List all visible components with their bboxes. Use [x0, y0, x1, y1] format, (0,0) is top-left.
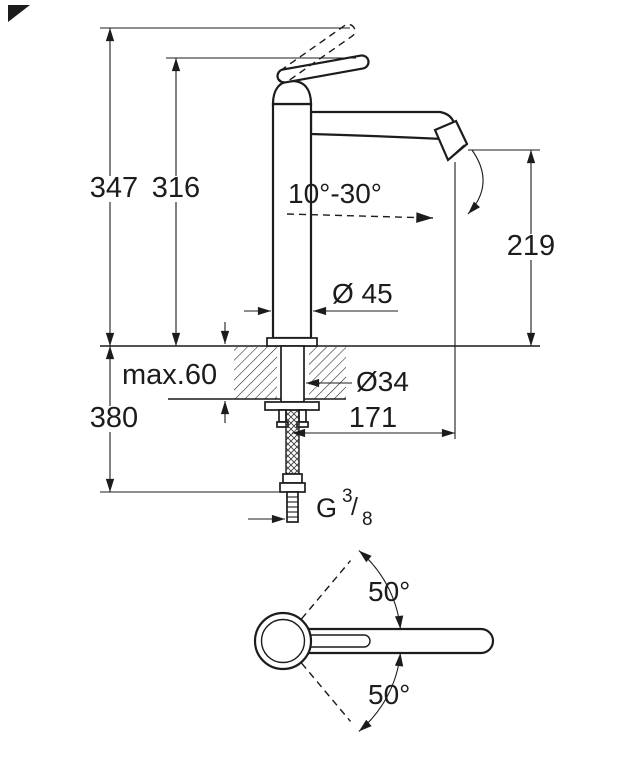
dimension-outlet-height: 219	[504, 150, 558, 346]
countertop-hatch-right	[309, 347, 346, 399]
swivel-range: 50° 50°	[301, 550, 410, 732]
corner-mark	[8, 5, 30, 22]
mounting-plate	[264, 401, 320, 411]
faucet-body	[264, 23, 469, 523]
swivel-arc-lower	[358, 652, 404, 732]
hose-fitting-nut	[279, 482, 306, 493]
label-backing	[504, 234, 558, 260]
label-backing	[87, 406, 141, 432]
faucet-column	[271, 102, 313, 340]
aerator-outlet-line	[451, 144, 465, 157]
angle-leader-dashed	[286, 212, 434, 223]
side-view: 347 316 219 380 171 Ø 45	[87, 23, 558, 530]
lever-top-view	[310, 634, 371, 648]
mounting-bolt-left	[278, 409, 287, 423]
angle-swing-arrow	[467, 149, 484, 215]
total-height-label: 347	[90, 172, 138, 204]
mounting-bolt-right	[298, 409, 307, 423]
mounting-shank	[280, 345, 305, 403]
hose-fitting-upper	[282, 473, 303, 484]
angle-range-label: 10°-30°	[288, 178, 382, 209]
swivel-lower-label: 50°	[368, 679, 410, 710]
body-diameter-label: Ø 45	[332, 278, 393, 309]
lever-handle	[276, 54, 370, 84]
base-plate	[266, 337, 318, 347]
spout-top-view	[306, 627, 495, 655]
dimension-thread: G 3 / 8	[248, 486, 373, 530]
hole-diameter-label: Ø34	[356, 366, 409, 397]
dimension-max-thickness: max.60	[122, 322, 230, 423]
outlet-height-label: 219	[507, 230, 555, 262]
max-thickness-label: max.60	[122, 359, 217, 391]
thread-lines	[287, 496, 298, 518]
dimension-hole-diameter: Ø34	[306, 366, 409, 397]
top-view: 50° 50°	[253, 550, 495, 732]
dimension-upper-height: 316	[149, 58, 203, 346]
flexible-hose	[285, 409, 300, 475]
dimension-below-length: 380	[87, 346, 141, 492]
dimension-projection: 171	[292, 402, 455, 438]
countertop-hatch-left	[234, 347, 277, 399]
lever-handle-raised-dashed	[277, 23, 356, 83]
projection-label: 171	[349, 402, 397, 434]
below-length-label: 380	[90, 402, 138, 434]
dimension-total-height: 347	[87, 28, 141, 346]
body-circle-outer	[253, 611, 313, 671]
extension-lines	[100, 27, 540, 493]
upper-height-label: 316	[152, 172, 200, 204]
label-backing	[87, 176, 141, 202]
swivel-upper-label: 50°	[368, 576, 410, 607]
dimension-angle-range: 10°-30°	[286, 149, 484, 223]
swivel-limit-lower-dashed	[301, 662, 352, 722]
countertop	[100, 345, 540, 400]
spout	[309, 110, 456, 141]
label-backing	[149, 176, 203, 202]
swivel-limit-upper-dashed	[301, 560, 352, 620]
thread-label: G 3 / 8	[316, 486, 373, 530]
aerator	[433, 119, 469, 162]
body-circle-inner	[260, 618, 306, 664]
handle-dome	[271, 79, 313, 106]
dimension-body-diameter: Ø 45	[244, 278, 398, 316]
swivel-arc-upper	[358, 550, 404, 630]
